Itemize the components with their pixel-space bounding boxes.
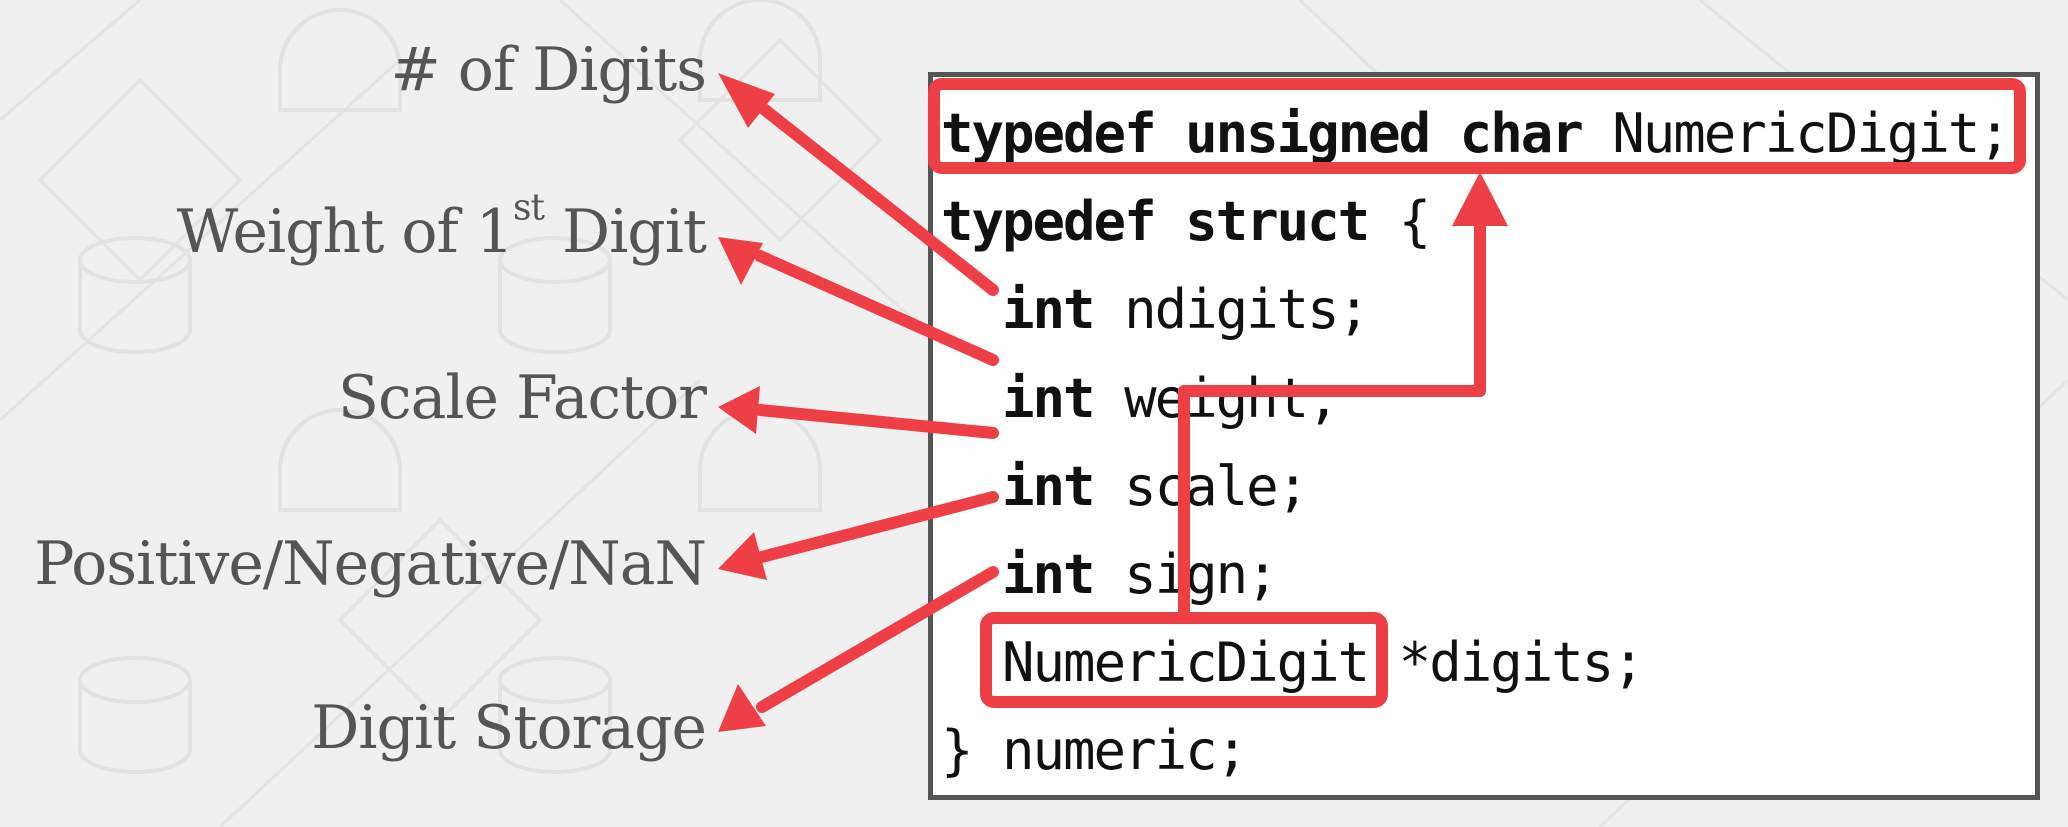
label-weight-first-digit: Weight of 1st Digit — [176, 187, 707, 267]
code-line-sign: int sign; — [1002, 543, 1279, 606]
code-line-closing: } numeric; — [941, 719, 1248, 782]
label-num-digits: # of Digits — [390, 35, 707, 105]
label-digit-storage: Digit Storage — [311, 693, 707, 763]
label-sign: Positive/Negative/NaN — [34, 529, 707, 599]
code-line-digits: NumericDigit *digits; — [1002, 631, 1645, 694]
code-line-weight: int weight; — [1002, 367, 1340, 430]
code-line-typedef-numericdigit: typedef unsigned char NumericDigit; — [941, 102, 2011, 165]
code-line-scale: int scale; — [1002, 455, 1309, 518]
code-line-ndigits: int ndigits; — [1002, 278, 1370, 341]
code-line-typedef-struct: typedef struct { — [941, 190, 1431, 253]
label-scale-factor: Scale Factor — [337, 363, 707, 433]
